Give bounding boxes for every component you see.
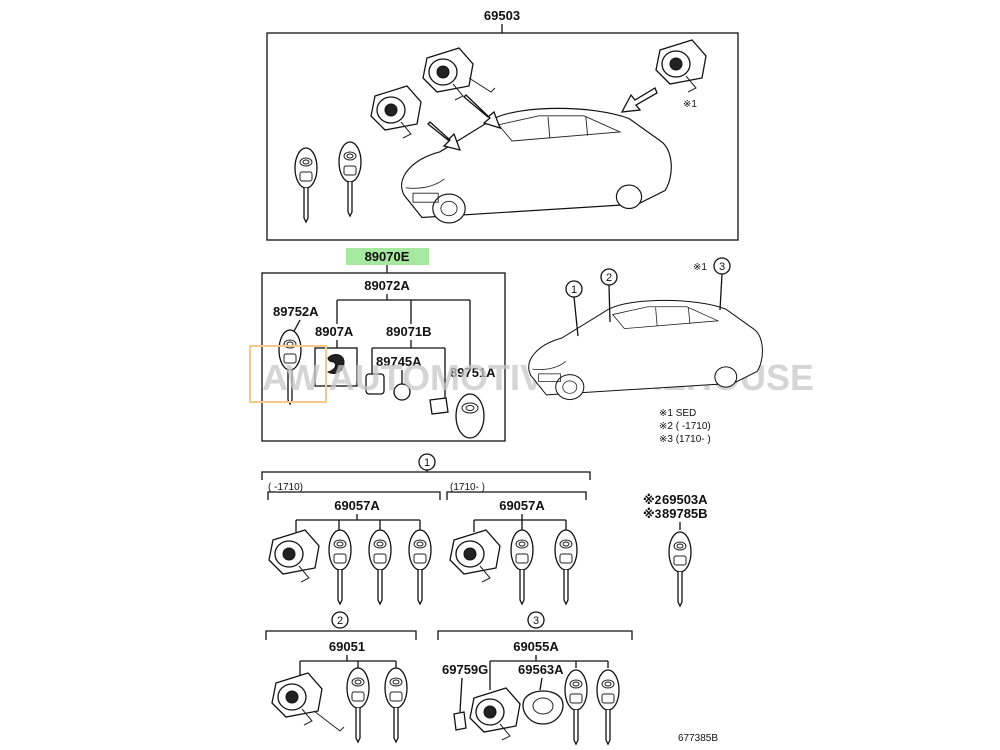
label-69057A-right[interactable]: 69057A [499, 498, 545, 513]
callout-3-text: 3 [533, 615, 539, 627]
note-mark-sed: ※1 [683, 99, 697, 110]
fob-cover [455, 393, 485, 439]
cylinder-g2 [271, 672, 345, 732]
callout-2-right-text: 2 [606, 272, 612, 284]
range-pre-1710: ( -1710) [268, 482, 303, 493]
key-top-1 [294, 147, 318, 223]
key-g2-1 [346, 667, 370, 743]
car-illustration-right [528, 299, 763, 401]
key-alt [668, 531, 692, 607]
alt-mark-2: ※2 [643, 493, 662, 507]
range-post-1710: (1710- ) [450, 482, 485, 493]
group-1-bracket [261, 471, 591, 480]
callout-2-text: 2 [337, 615, 343, 627]
callout-1-text: 1 [424, 457, 430, 469]
assy-box-top [266, 32, 739, 241]
ign-sub-part [453, 711, 467, 731]
assy-box-transmitter [261, 272, 506, 442]
label-89745A[interactable]: 89745A [376, 354, 422, 369]
key-g1-5 [554, 529, 578, 605]
label-69057A-left[interactable]: 69057A [334, 498, 380, 513]
arrow-door [463, 94, 502, 130]
note-mark-right: ※1 [693, 262, 707, 273]
car-illustration-top [401, 107, 672, 224]
label-69759G[interactable]: 69759G [442, 662, 488, 677]
door-lock-cylinder [422, 47, 496, 101]
group-2-bracket [265, 630, 417, 640]
trunk-lock-cylinder [655, 39, 707, 93]
key-plate-part [326, 354, 345, 375]
label-89071B[interactable]: 89071B [386, 324, 432, 339]
label-89751A[interactable]: 89751A [450, 365, 496, 380]
transponder-chip [365, 373, 385, 395]
transponder-part [429, 397, 449, 415]
note-range-2: ※2 ( -1710) [659, 421, 711, 432]
label-89752A[interactable]: 89752A [273, 304, 319, 319]
callout-3-right-text: 3 [719, 261, 725, 273]
figure-id: 677385B [678, 733, 718, 744]
key-plate-box [314, 347, 358, 387]
label-69503A[interactable]: 69503A [662, 492, 708, 507]
key-g1-3 [408, 529, 432, 605]
cylinder-g1-right [449, 529, 501, 583]
key-g1-4 [510, 529, 534, 605]
cylinder-g1-left [268, 529, 320, 583]
label-89785B[interactable]: 89785B [662, 506, 708, 521]
key-g3-2 [596, 669, 620, 745]
ignition-ring [522, 690, 564, 725]
callout-3 [527, 611, 545, 629]
label-89072A[interactable]: 89072A [364, 278, 410, 293]
ignition-cylinder [370, 85, 422, 139]
label-8907A[interactable]: 8907A [315, 324, 354, 339]
label-69503[interactable]: 69503 [484, 8, 520, 23]
callout-2 [331, 611, 349, 629]
key-g3-1 [564, 669, 588, 745]
arrow-ign [427, 121, 462, 151]
label-69563A[interactable]: 69563A [518, 662, 564, 677]
arrow-trunk [620, 87, 658, 113]
note-range-3: ※3 (1710- ) [659, 434, 711, 445]
label-69051[interactable]: 69051 [329, 639, 365, 654]
key-top-2 [338, 141, 362, 217]
callout-1-right-text: 1 [571, 284, 577, 296]
key-g1-2 [368, 529, 392, 605]
note-sed: ※1 SED [659, 408, 696, 419]
battery [393, 383, 411, 401]
label-89070E[interactable]: 89070E [365, 249, 410, 264]
alt-mark-3: ※3 [643, 507, 662, 521]
ignition-cylinder-g3 [469, 687, 521, 741]
key-g1-1 [328, 529, 352, 605]
highlight-box [346, 248, 429, 265]
group-3-bracket [437, 630, 633, 640]
label-69055A[interactable]: 69055A [513, 639, 559, 654]
key-g2-2 [384, 667, 408, 743]
watermark-box [249, 345, 327, 403]
